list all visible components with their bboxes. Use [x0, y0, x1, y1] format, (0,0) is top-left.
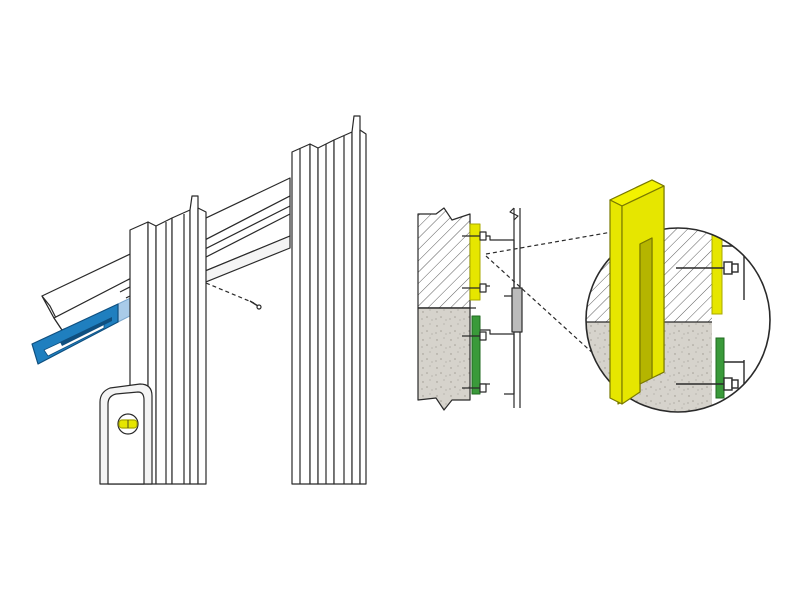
green-shim [471, 315, 481, 395]
frame-profile-section [480, 207, 523, 408]
bubble-level-icon [117, 413, 139, 435]
yellow-u-shim [609, 179, 665, 405]
wall-section [417, 207, 613, 411]
detail-magnifier [585, 179, 771, 413]
frame-perspective [31, 115, 367, 485]
detail-leaders [485, 231, 613, 357]
right-jamb [291, 115, 367, 485]
yellow-shim [469, 223, 481, 301]
spirit-level [99, 383, 153, 485]
screw-icon [462, 231, 487, 393]
